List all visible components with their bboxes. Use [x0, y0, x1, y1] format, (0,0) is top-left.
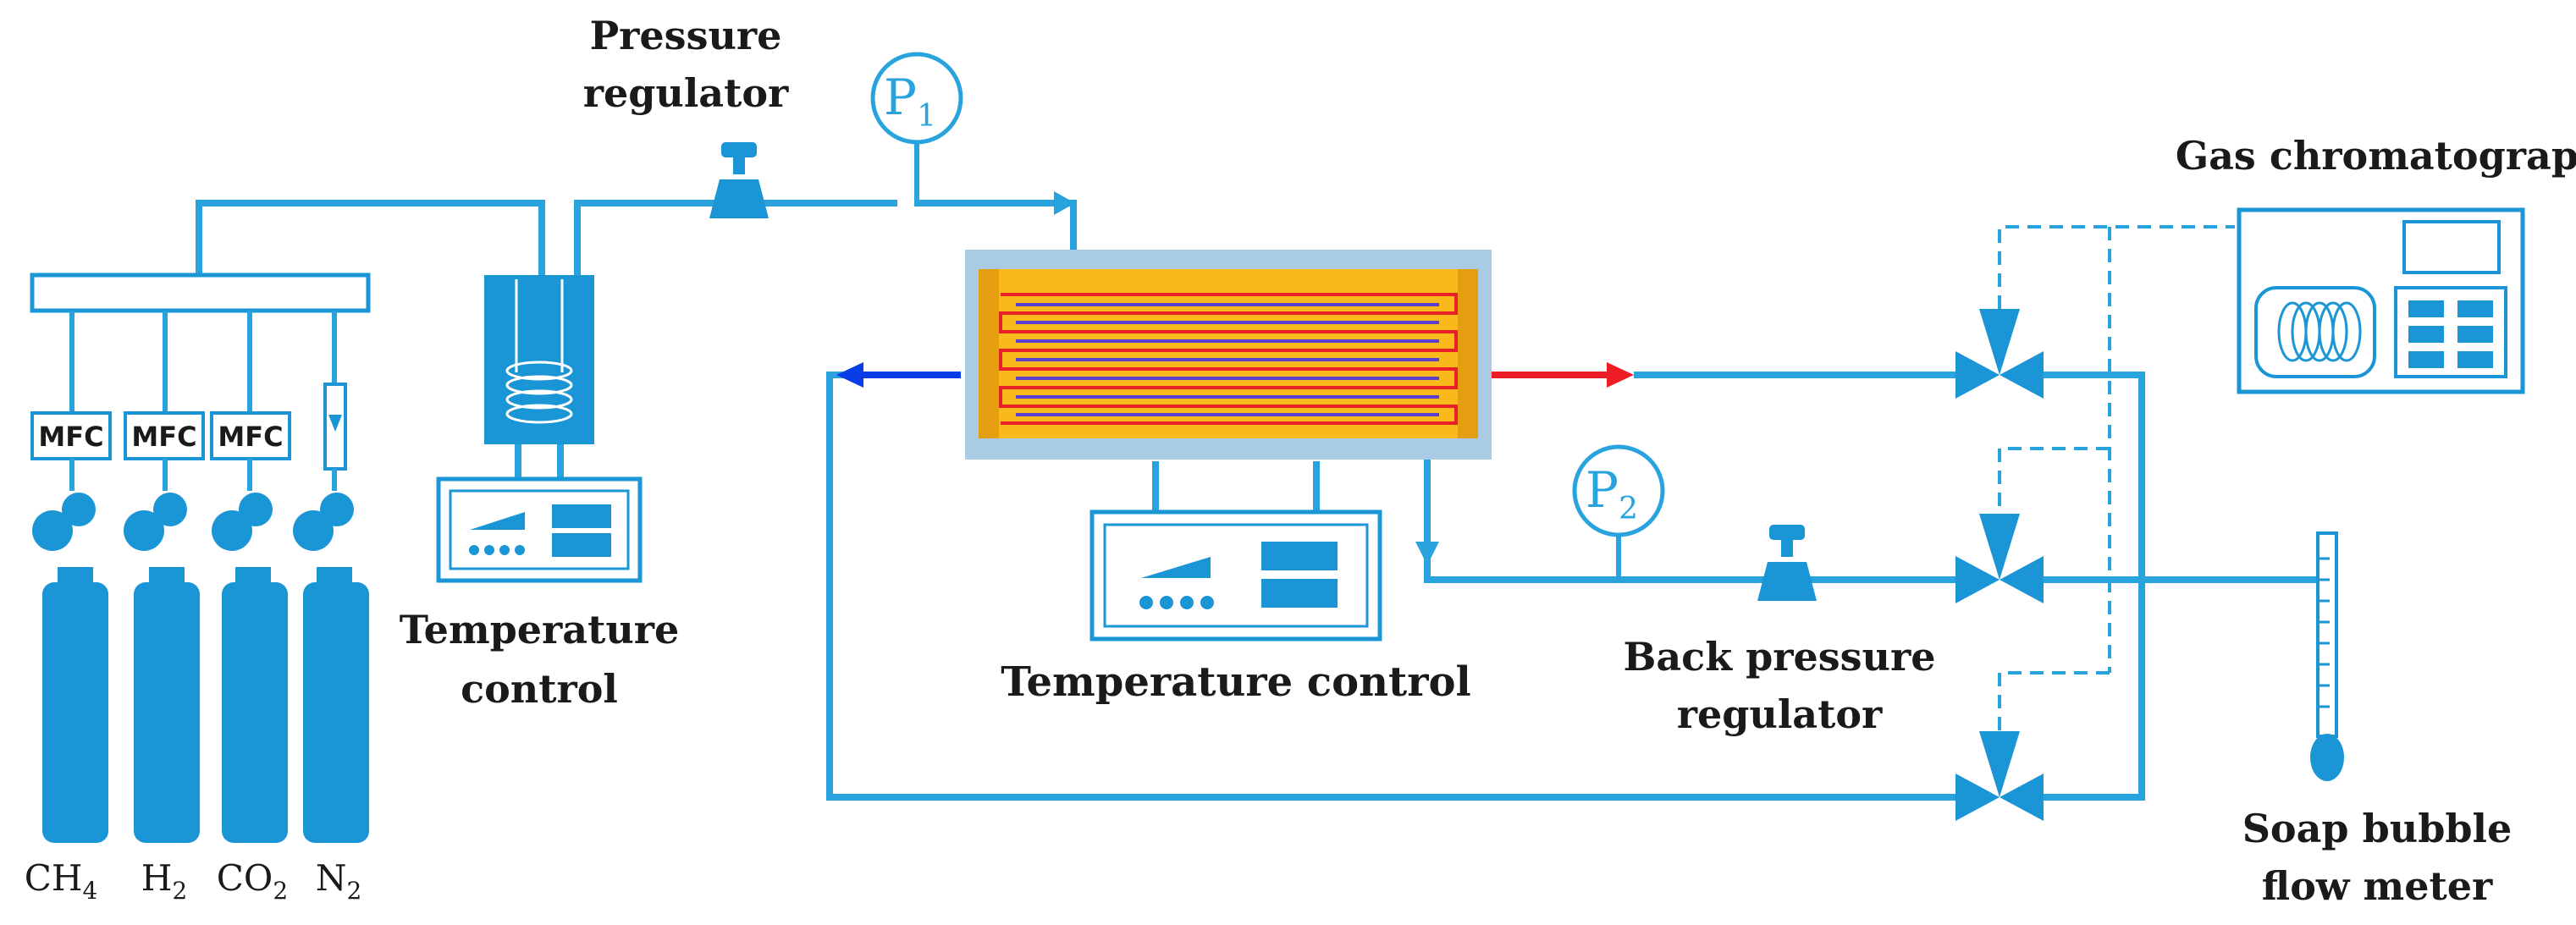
pressure-gauge-p2: P2: [1572, 444, 1665, 537]
gc-column-icon: [2277, 301, 2362, 362]
hot-outlet-arrow-icon: [1607, 362, 1634, 388]
back-pressure-label-line1: Back pressure: [1624, 634, 1936, 680]
p1-label: P1: [884, 69, 936, 134]
soap-bubble-flow-meter: [2310, 531, 2344, 781]
three-way-valve-3: [1955, 731, 2044, 821]
gas-label-co2: CO2: [217, 857, 288, 905]
soap-meter-label-line1: Soap bubble: [2242, 806, 2513, 851]
reactor-body: [979, 269, 1478, 438]
pressure-regulator-icon: [709, 142, 769, 218]
back-pressure-regulator-icon: [1757, 525, 1817, 601]
cylinder-co2: [212, 493, 288, 843]
temp-control-left-label-line1: Temperature: [400, 607, 680, 652]
reactor-drain-arrow: [1415, 542, 1439, 565]
temp-control-left-label-line2: control: [461, 666, 618, 712]
three-way-valve-1: [1955, 309, 2044, 399]
rotameter-icon: [323, 383, 347, 471]
pressure-regulator-label-line1: Pressure: [590, 13, 782, 58]
temp-controller-left: [436, 476, 643, 583]
preheater: [484, 275, 594, 444]
three-way-valve-2: [1955, 514, 2044, 603]
gas-chromatography-label: Gas chromatography: [2176, 133, 2576, 179]
gas-chromatograph: [2237, 207, 2525, 394]
coil-icon: [505, 279, 573, 424]
p2-label: P2: [1586, 461, 1638, 526]
feed-arrow: [1054, 191, 1075, 215]
mfc-label-co2: MFC: [218, 421, 283, 453]
soap-meter-label-line2: flow meter: [2262, 863, 2493, 909]
pressure-regulator-label-line2: regulator: [583, 70, 789, 116]
cylinder-h2: [124, 493, 200, 843]
gas-manifold: [30, 273, 371, 313]
mfc-label-h2: MFC: [131, 421, 196, 453]
cylinder-n2: [293, 493, 369, 843]
back-pressure-label-line2: regulator: [1677, 691, 1883, 737]
gas-label-n2: N2: [316, 857, 362, 905]
reactor: [965, 250, 1492, 460]
mfc-label-ch4: MFC: [38, 421, 103, 453]
cylinder-ch4: [32, 493, 108, 843]
temp-controller-center: [1089, 509, 1382, 641]
pressure-gauge-p1: P1: [870, 52, 963, 145]
temp-control-center-label: Temperature control: [1001, 658, 1471, 706]
cold-return-arrow-icon: [836, 362, 863, 388]
gas-label-h2: H2: [141, 857, 187, 905]
gas-supply: MFC MFC MFC: [25, 273, 371, 905]
reactor-coil: [999, 293, 1458, 425]
flow-arrows: [836, 191, 1634, 565]
signal-lines: [1998, 225, 2235, 731]
gas-label-ch4: CH4: [25, 857, 98, 905]
